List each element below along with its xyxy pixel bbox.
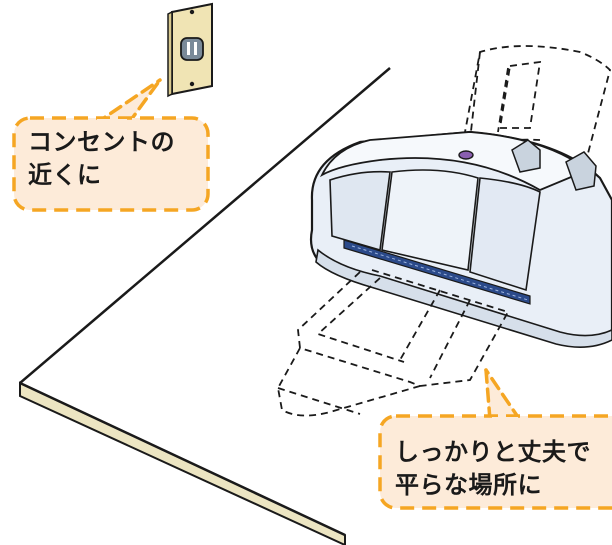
callout-outlet-label: コンセントの 近くに: [28, 126, 175, 192]
output-tray-dashed: [277, 269, 510, 417]
callout-flat-line1: しっかりと丈夫で: [395, 438, 591, 466]
callout-outlet-bubble: [12, 78, 210, 212]
callout-flat-bubble: [378, 368, 612, 510]
printer-illustration: [309, 130, 612, 348]
callout-outlet-line2: 近くに: [28, 161, 102, 189]
callout-flat-label: しっかりと丈夫で 平らな場所に: [395, 436, 591, 502]
callout-outlet-line1: コンセントの: [28, 128, 175, 156]
callout-flat-line2: 平らな場所に: [395, 471, 542, 499]
wall-outlet-icon: [167, 2, 213, 98]
